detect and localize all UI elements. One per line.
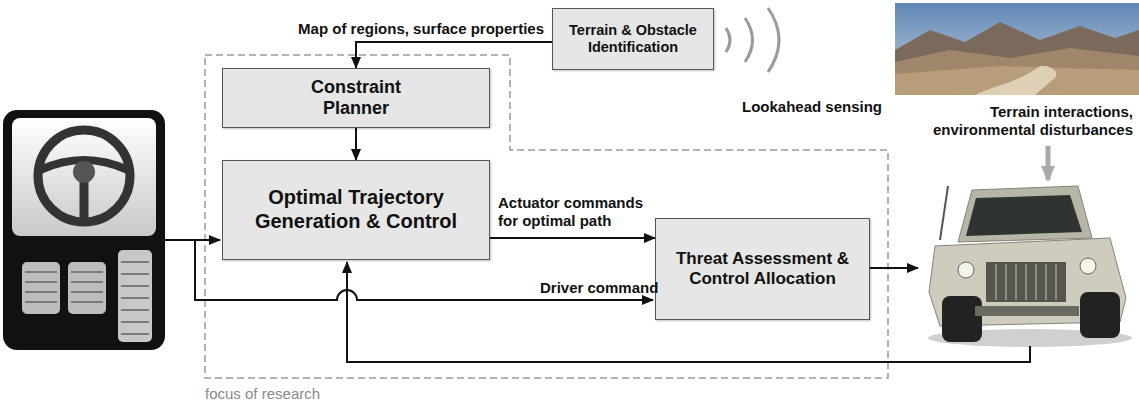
annotation-label: Driver command xyxy=(540,279,658,297)
vehicle-headlight xyxy=(1080,258,1096,274)
box-label: Constraint Planner xyxy=(291,77,421,119)
sensing-waves xyxy=(726,8,779,72)
process-box: Threat Assessment & Control Allocation xyxy=(655,218,870,320)
flow-arrow xyxy=(356,42,552,68)
flow-arrow xyxy=(490,237,655,239)
icon-panel xyxy=(12,118,156,236)
vehicle-illustration xyxy=(928,186,1132,347)
driver-controls-icon xyxy=(3,110,165,350)
grille-slats xyxy=(996,264,1056,300)
vehicle-cab xyxy=(958,186,1092,242)
steering-wheel xyxy=(38,130,130,222)
pedal xyxy=(68,262,106,314)
vehicle-windshield xyxy=(966,195,1082,236)
vehicle-bumper xyxy=(975,306,1079,316)
box-label: Threat Assessment & Control Allocation xyxy=(673,249,853,289)
disturbance-arrow xyxy=(1046,146,1051,180)
process-box: Optimal Trajectory Generation & Control xyxy=(222,160,490,260)
wave-arc xyxy=(768,8,779,72)
annotation-label: Terrain interactions, environmental dist… xyxy=(890,103,1133,139)
vehicle-antenna xyxy=(940,186,948,240)
command-output-wire xyxy=(870,267,918,269)
focus-region xyxy=(205,55,888,378)
pedal xyxy=(22,262,60,314)
wave-arc xyxy=(726,28,730,52)
driver-wire xyxy=(165,239,220,241)
box-label: Optimal Trajectory Generation & Control xyxy=(231,186,481,233)
edge-label: Actuator commands for optimal path xyxy=(498,194,650,230)
photo-plain xyxy=(895,66,1139,95)
vehicle-grille xyxy=(986,262,1066,302)
process-box: Constraint Planner xyxy=(222,68,490,128)
photo-hills xyxy=(895,48,1139,95)
wave-arc xyxy=(745,18,753,62)
flow-arrow xyxy=(355,128,357,160)
edge-label: Map of regions, surface properties xyxy=(298,20,544,38)
vehicle-headlight xyxy=(958,262,974,278)
vehicle-wheel xyxy=(942,296,982,342)
annotation-label: Lookahead sensing xyxy=(742,98,882,116)
wheel-hub xyxy=(73,161,95,183)
pedal-ridges xyxy=(25,262,149,334)
vehicle-wheel xyxy=(1080,292,1120,338)
process-box: Terrain & Obstacle Identification xyxy=(552,8,714,70)
terrain-photo xyxy=(895,3,1139,95)
box-label: Terrain & Obstacle Identification xyxy=(563,22,703,56)
region-caption: focus of research xyxy=(205,385,320,403)
icon-frame xyxy=(3,110,165,350)
photo-mountains xyxy=(895,22,1139,95)
photo-road xyxy=(975,66,1056,95)
pedal xyxy=(118,250,152,342)
photo-sky xyxy=(895,3,1139,95)
